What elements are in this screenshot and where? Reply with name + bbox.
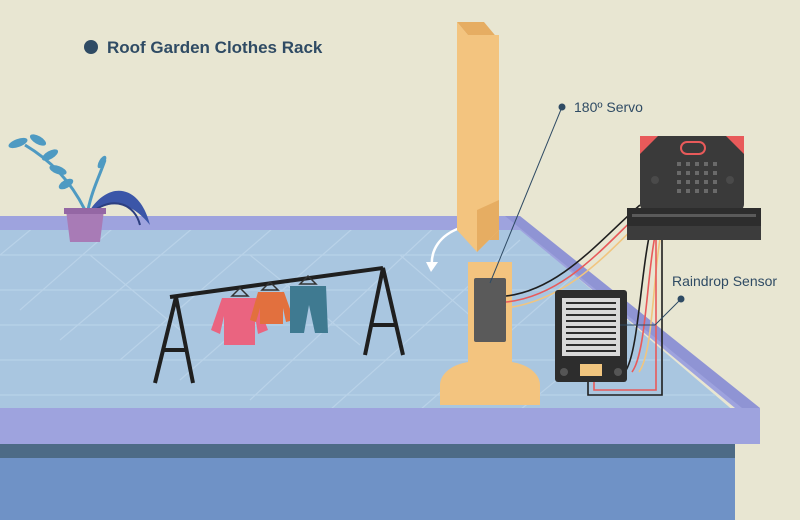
raindrop-sensor-label: Raindrop Sensor [672, 273, 777, 289]
roof-parapet-front [0, 408, 760, 444]
raindrop-sensor-icon [555, 290, 627, 382]
servo-icon [474, 278, 506, 342]
servo-label: 180º Servo [574, 99, 643, 115]
microbit-icon [627, 136, 761, 240]
diagram-title: Roof Garden Clothes Rack [107, 38, 323, 57]
servo-leader-dot [559, 104, 566, 111]
title-bullet [84, 40, 98, 54]
sensor-leader-dot [678, 296, 685, 303]
